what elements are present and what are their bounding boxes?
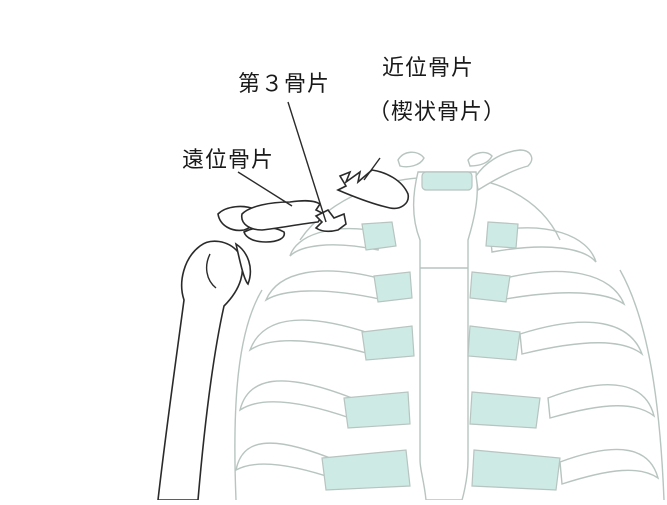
leader-lines	[237, 101, 381, 223]
left-costal-cartilage	[321, 221, 415, 491]
right-costal-cartilage	[467, 221, 561, 491]
proximal-fragment	[336, 169, 410, 210]
manubrium	[413, 171, 478, 501]
label-third-fragment: 第３骨片	[238, 72, 331, 97]
rib-cage	[234, 149, 665, 501]
label-wedge-fragment: （楔状骨片）	[368, 100, 507, 125]
distal-fragment	[240, 199, 326, 231]
leader-distal	[237, 171, 293, 207]
label-proximal-fragment: 近位骨片	[382, 56, 475, 81]
fracture-fragments	[240, 169, 410, 233]
leader-third	[287, 101, 327, 223]
leader-proximal	[363, 157, 381, 181]
right-clavicle	[475, 149, 533, 192]
left-ribs	[235, 228, 387, 481]
label-distal-fragment: 遠位骨片	[182, 148, 275, 173]
humerus	[157, 240, 244, 501]
third-fragment	[314, 208, 347, 233]
